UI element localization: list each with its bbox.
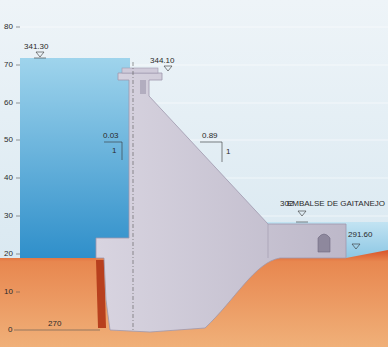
base-level: 270 <box>48 319 61 329</box>
slope-ratio: 0.89 <box>202 131 218 141</box>
axis-value: 10 <box>4 287 13 297</box>
water-level: 341.30 <box>24 42 48 52</box>
slope-ratio: 1 <box>112 146 116 156</box>
axis-value: 0 <box>8 325 12 335</box>
crest-level: 344.10 <box>150 56 174 66</box>
axis-value: 60 <box>4 98 13 108</box>
axis-value: 20 <box>4 249 13 259</box>
slope-ratio: 0.03 <box>103 131 119 141</box>
axis-value: 40 <box>4 173 13 183</box>
axis-value: 50 <box>4 135 13 145</box>
axis-value: 70 <box>4 60 13 70</box>
axis-value: 80 <box>4 22 13 32</box>
slope-ratio: 1 <box>226 147 230 157</box>
ground-level: 291.60 <box>348 230 372 240</box>
reservoir-name: EMBALSE DE GAITANEJO <box>287 199 385 209</box>
axis-value: 30 <box>4 211 13 221</box>
